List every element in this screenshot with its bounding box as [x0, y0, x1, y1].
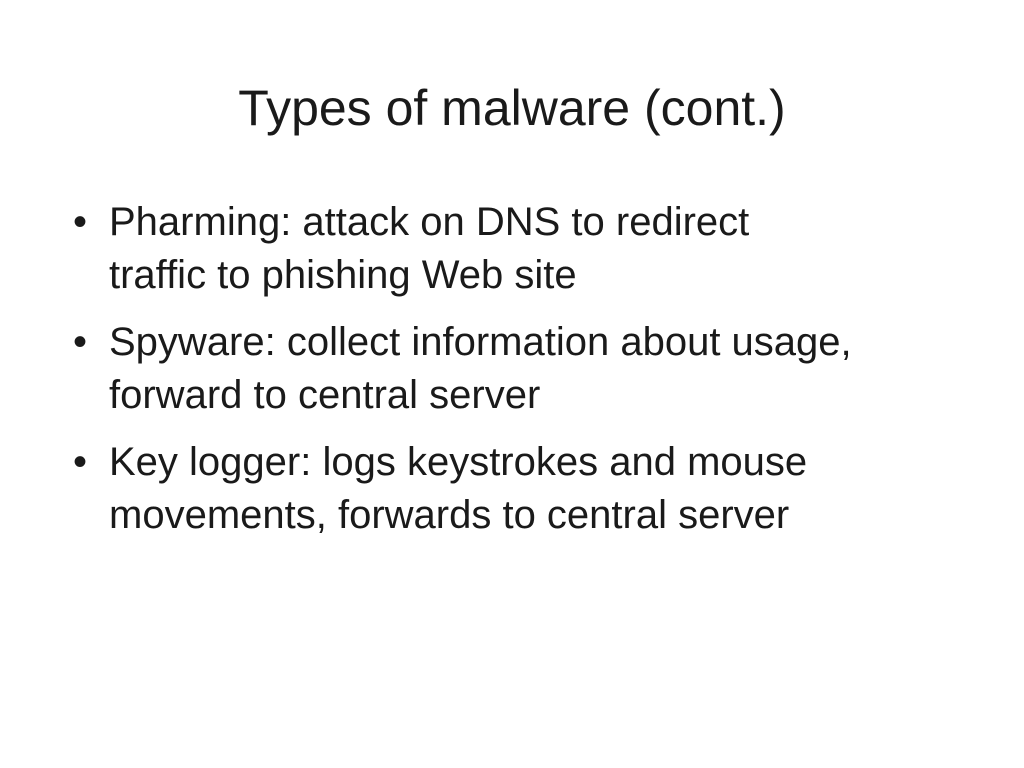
bullet-text-line: Key logger: logs keystrokes and mouse	[109, 440, 808, 484]
bullet-text-line: Pharming: attack on DNS to redirect	[109, 200, 750, 244]
bullet-text-line: traffic to phishing Web site	[109, 253, 577, 297]
bullet-list: • Pharming: attack on DNS to redirect tr…	[70, 196, 970, 556]
bullet-item-spyware: • Spyware: collect information about usa…	[70, 316, 970, 422]
bullet-item-key-logger: • Key logger: logs keystrokes and mouse …	[70, 436, 970, 542]
bullet-text-line: forward to central server	[109, 373, 541, 417]
bullet-dot-icon: •	[72, 200, 87, 244]
bullet-item-pharming: • Pharming: attack on DNS to redirect tr…	[70, 196, 970, 302]
bullet-text-line: Spyware: collect information about usage…	[109, 320, 852, 364]
bullet-dot-icon: •	[72, 440, 87, 484]
slide-title: Types of malware (cont.)	[238, 80, 786, 136]
bullet-text-line: movements, forwards to central server	[109, 493, 790, 537]
bullet-dot-icon: •	[72, 320, 87, 364]
